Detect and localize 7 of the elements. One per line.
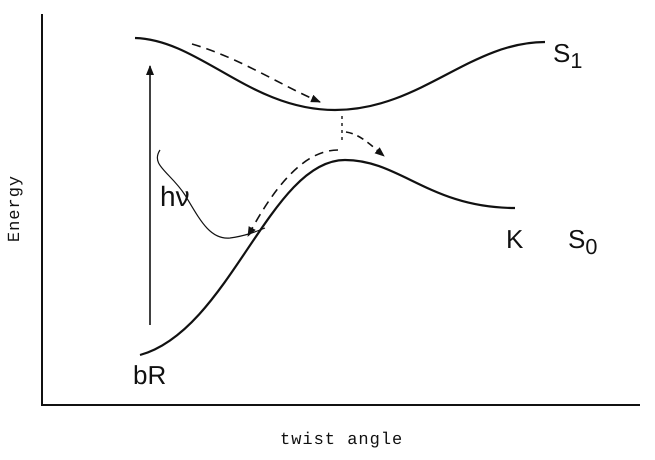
state-label: K <box>506 226 524 252</box>
photon-label: hν <box>160 183 190 211</box>
axis-label: Energy <box>7 174 24 242</box>
state-label: bR <box>133 362 166 388</box>
axis-label: twist angle <box>280 432 404 449</box>
curve-label: S$_{0}$ <box>568 226 598 258</box>
curve-label: S$_{1}$ <box>553 40 582 72</box>
